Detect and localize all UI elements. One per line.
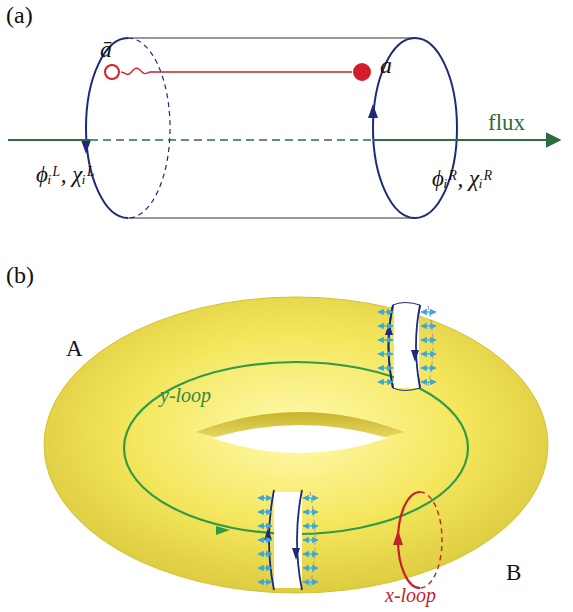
figure-label: y-loop (160, 384, 211, 406)
anyon-dot: ā (104, 64, 120, 80)
figure-label: (a) (6, 2, 33, 28)
figure-label: A (66, 336, 83, 361)
gluing-arrow (303, 497, 318, 498)
gluing-arrow (421, 311, 436, 312)
gluing-arrow (421, 353, 436, 354)
gluing-arrow (258, 511, 272, 512)
anyon-dot: a (353, 63, 371, 81)
gluing-arrow (303, 511, 318, 512)
wavy-connector (121, 68, 352, 74)
figure-label: ϕᵢᴿ, χᵢᴿ (432, 166, 493, 191)
gluing-arrow (378, 311, 393, 312)
gluing-arrow (421, 339, 436, 340)
gluing-arrow (303, 525, 318, 526)
gluing-arrow (421, 381, 436, 382)
figure-label: B (506, 560, 521, 585)
gluing-arrow (258, 567, 272, 568)
gluing-arrow (258, 497, 272, 498)
figure-label: flux (488, 110, 525, 135)
gluing-arrow (303, 581, 318, 582)
gluing-arrow (378, 339, 393, 340)
gluing-arrow (421, 367, 436, 368)
gluing-arrow (378, 381, 393, 382)
figure-label: ϕᵢᴸ, χᵢᴸ (36, 162, 95, 187)
gluing-arrow (258, 539, 272, 540)
anyon-label: ā (100, 36, 112, 62)
gluing-arrow (258, 525, 272, 526)
gluing-arrow (303, 539, 318, 540)
gluing-arrow (303, 553, 318, 554)
gluing-arrow (258, 581, 272, 582)
figure-label: x-loop (385, 584, 436, 606)
gluing-arrow (378, 353, 393, 354)
gluing-arrow (421, 325, 436, 326)
gluing-arrow (378, 367, 393, 368)
gluing-arrow (303, 567, 318, 568)
gluing-arrow (378, 325, 393, 326)
figure-label: (b) (6, 262, 34, 288)
anyon-label: a (380, 52, 392, 78)
gluing-arrow (258, 553, 272, 554)
